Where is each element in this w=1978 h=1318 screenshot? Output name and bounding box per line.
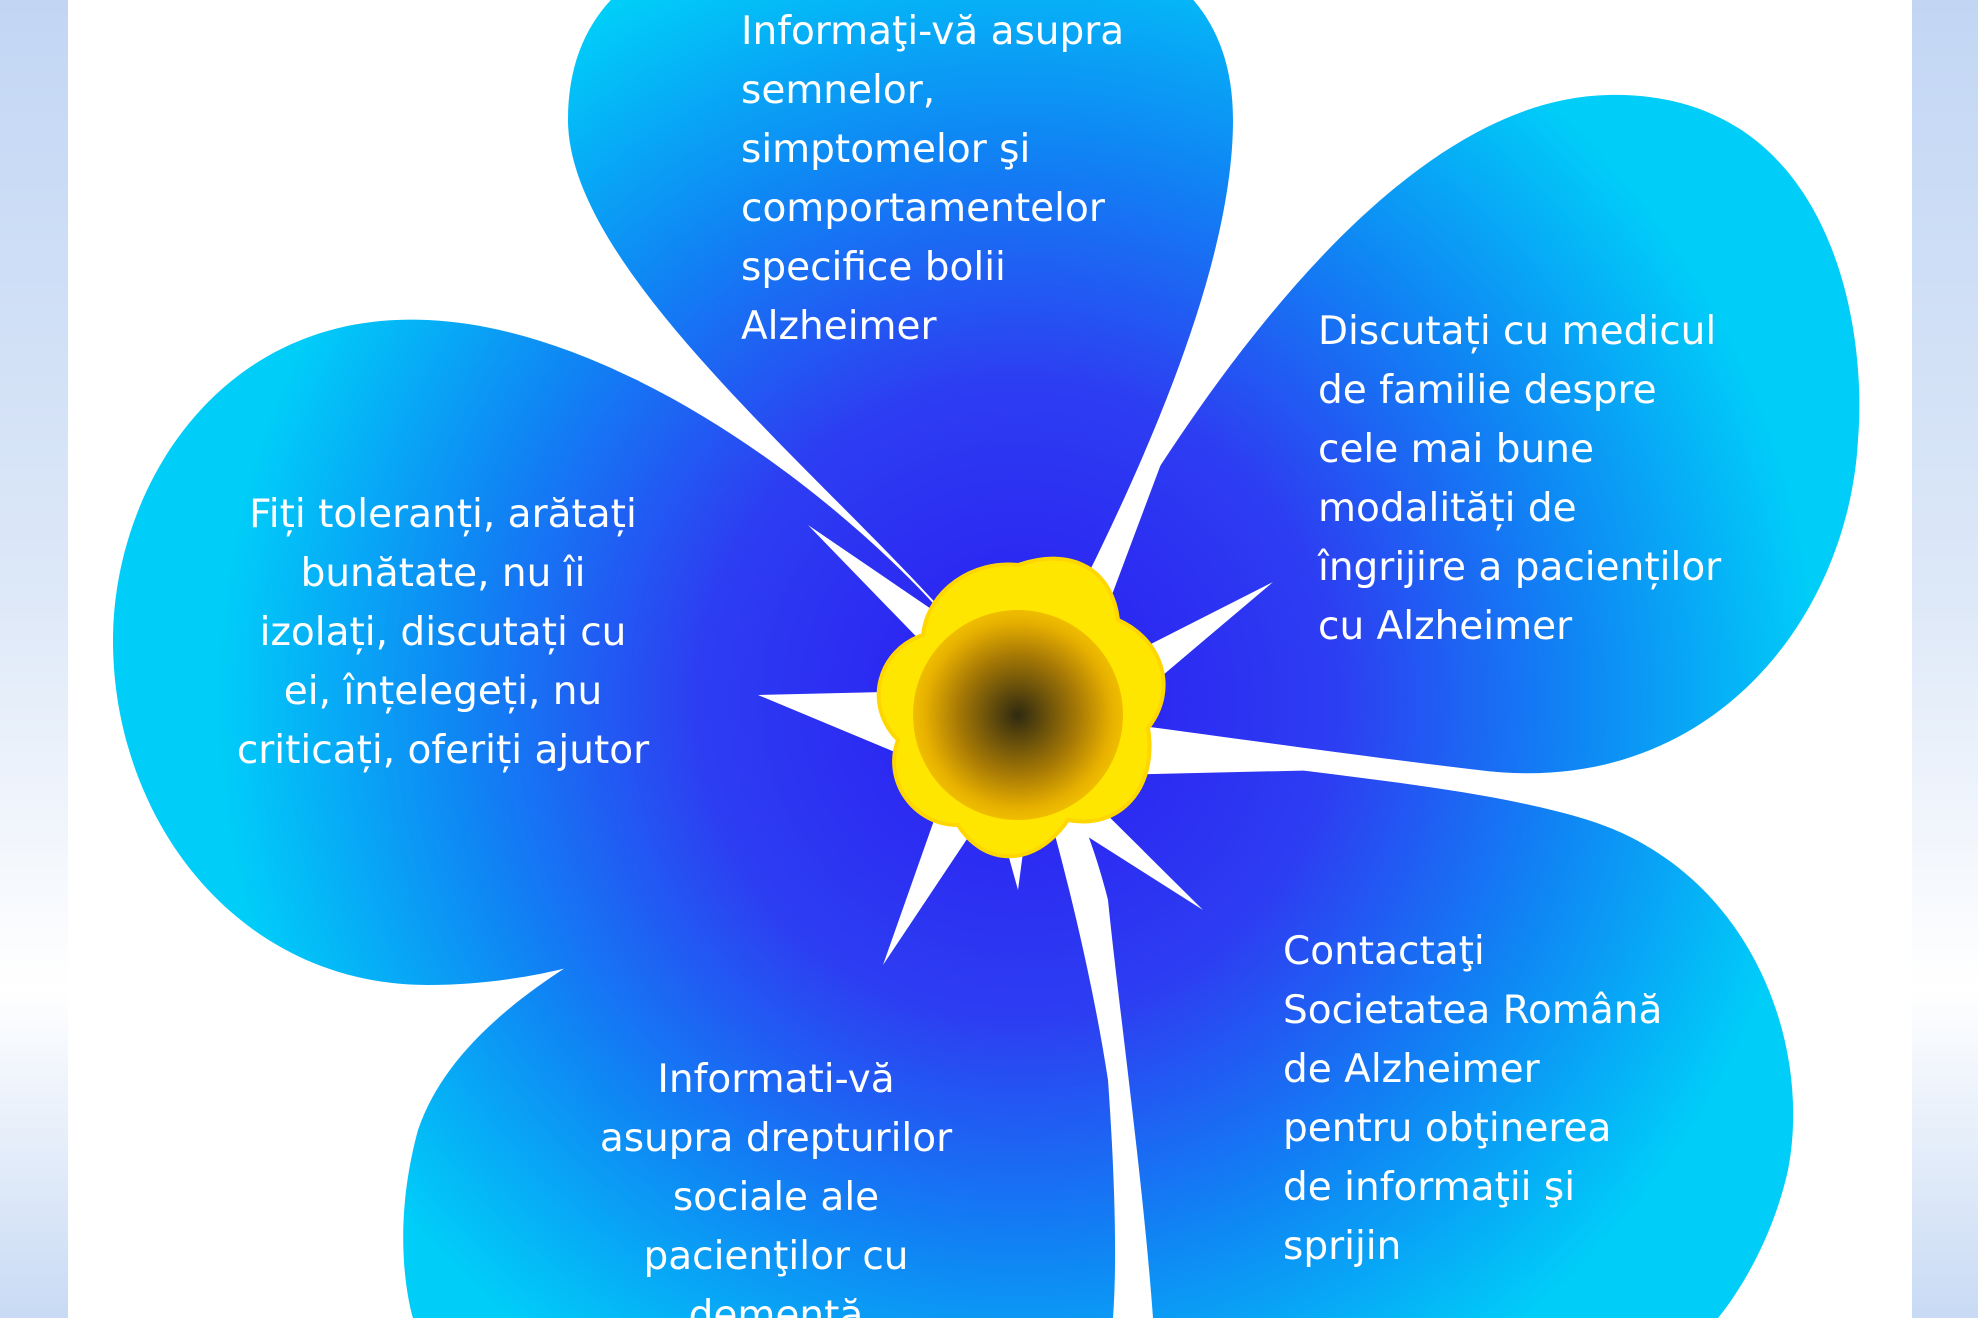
petal-right-text: Discutați cu medicul de familie despre c… [1318, 309, 1722, 649]
petal-top [568, 0, 1233, 710]
petal-left-text: Fiți toleranți, arătați bunătate, nu îi … [236, 492, 650, 773]
flower-graphic [113, 0, 1860, 1318]
flower-center-core [913, 610, 1123, 820]
petal-right [1018, 94, 1860, 774]
left-decorative-band [0, 0, 68, 1318]
petal-top-text: Informaţi-vă asupra semnelor, simptomelo… [741, 9, 1125, 349]
petal-bottom-right [1018, 712, 1794, 1318]
petal-left [113, 319, 1018, 985]
flower-diagram: Informaţi-vă asupra semnelor, simptomelo… [68, 0, 1912, 1318]
petal-bottom-right-text: Contactaţi Societatea Română de Alzheime… [1283, 929, 1663, 1269]
right-decorative-band [1912, 0, 1978, 1318]
petal-bottom-left-text: Informati-vă asupra drepturilor sociale … [599, 1057, 953, 1318]
